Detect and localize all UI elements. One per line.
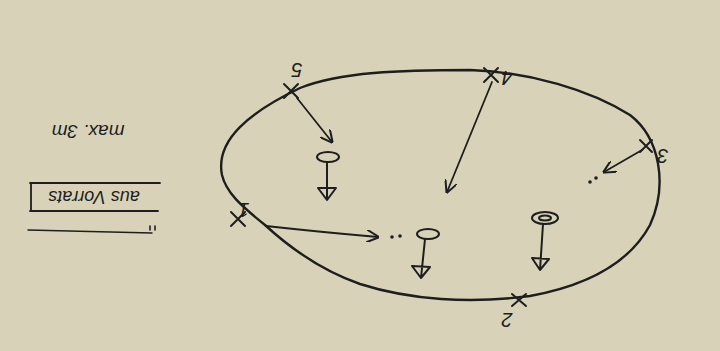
callout-number: 2 [501, 310, 512, 330]
note-text: max. 3m [52, 122, 125, 141]
leader-arrows [266, 82, 642, 237]
callout-number: 5 [291, 60, 302, 80]
cross-marks [231, 68, 652, 306]
dots [390, 176, 598, 239]
note-box [28, 183, 160, 233]
callout-number: 4 [501, 68, 512, 88]
stake-symbols [317, 152, 558, 278]
area-outline [221, 70, 659, 300]
callout-number: 1 [238, 200, 249, 220]
callout-number: 3 [657, 146, 668, 166]
note-text: aus Vorrats [48, 188, 139, 206]
